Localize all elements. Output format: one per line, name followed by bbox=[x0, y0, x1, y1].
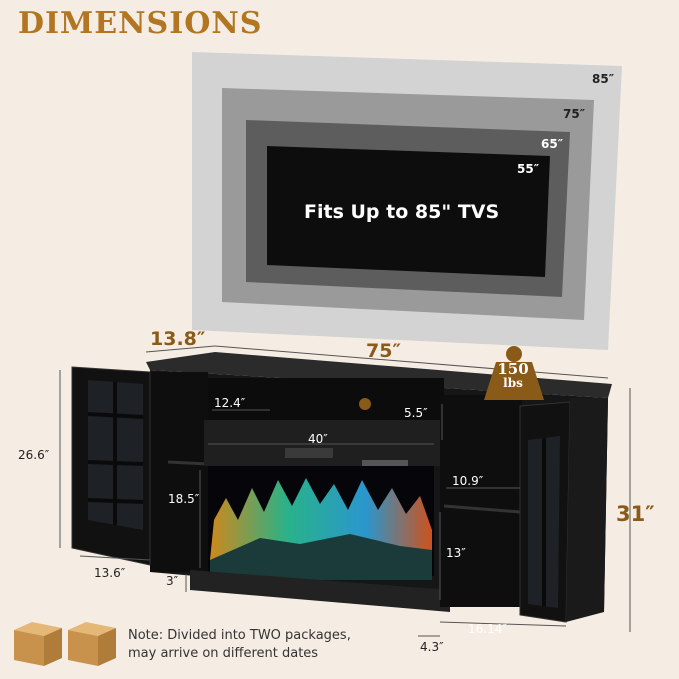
note-line-1: Note: Divided into TWO packages, bbox=[128, 628, 351, 643]
fireplace-width-label: 40″ bbox=[308, 432, 328, 446]
note-line-2: may arrive on different dates bbox=[128, 646, 319, 661]
fireplace-height-label: 18.5″ bbox=[168, 492, 200, 506]
tv-label-65: 65″ bbox=[541, 137, 564, 151]
shelf-width-label: 12.4″ bbox=[214, 396, 246, 410]
right-shelf-width-label: 10.9″ bbox=[452, 474, 484, 488]
stand-base bbox=[190, 570, 450, 612]
depth-top-label: 13.8″ bbox=[150, 328, 206, 350]
right-cabinet bbox=[440, 395, 522, 607]
cabinet-depth-label: 13.6″ bbox=[94, 566, 126, 580]
fireplace-logs bbox=[210, 534, 432, 580]
right-cabinet-width-label: 16.14″ bbox=[468, 622, 507, 636]
right-shelf-height-label: 13″ bbox=[446, 546, 466, 560]
tv-label-75: 75″ bbox=[563, 107, 586, 121]
fireplace-header bbox=[204, 420, 440, 466]
package-boxes-icon bbox=[14, 622, 116, 666]
foot-width-label: 4.3″ bbox=[420, 640, 444, 654]
tv-screen-55 bbox=[267, 146, 550, 277]
base-height-label: 3″ bbox=[166, 574, 179, 588]
weight-value: 150 bbox=[497, 360, 529, 378]
fits-up-to-text: Fits Up to 85" TVS bbox=[304, 201, 500, 223]
tv-label-55: 55″ bbox=[517, 162, 540, 176]
cabinet-height-label: 26.6″ bbox=[18, 448, 50, 462]
weight-badge-icon bbox=[484, 346, 544, 400]
page-title: DIMENSIONS bbox=[18, 6, 263, 41]
width-label: 75″ bbox=[366, 340, 401, 362]
package-note: Note: Divided into TWO packages, may arr… bbox=[128, 627, 351, 663]
shelf-height-label: 5.5″ bbox=[404, 406, 428, 420]
left-cabinet bbox=[150, 372, 208, 572]
tv-label-85: 85″ bbox=[592, 72, 615, 86]
total-height-label: 31″ bbox=[616, 502, 655, 526]
top-shelf bbox=[208, 378, 444, 420]
weight-unit: lbs bbox=[503, 376, 523, 390]
